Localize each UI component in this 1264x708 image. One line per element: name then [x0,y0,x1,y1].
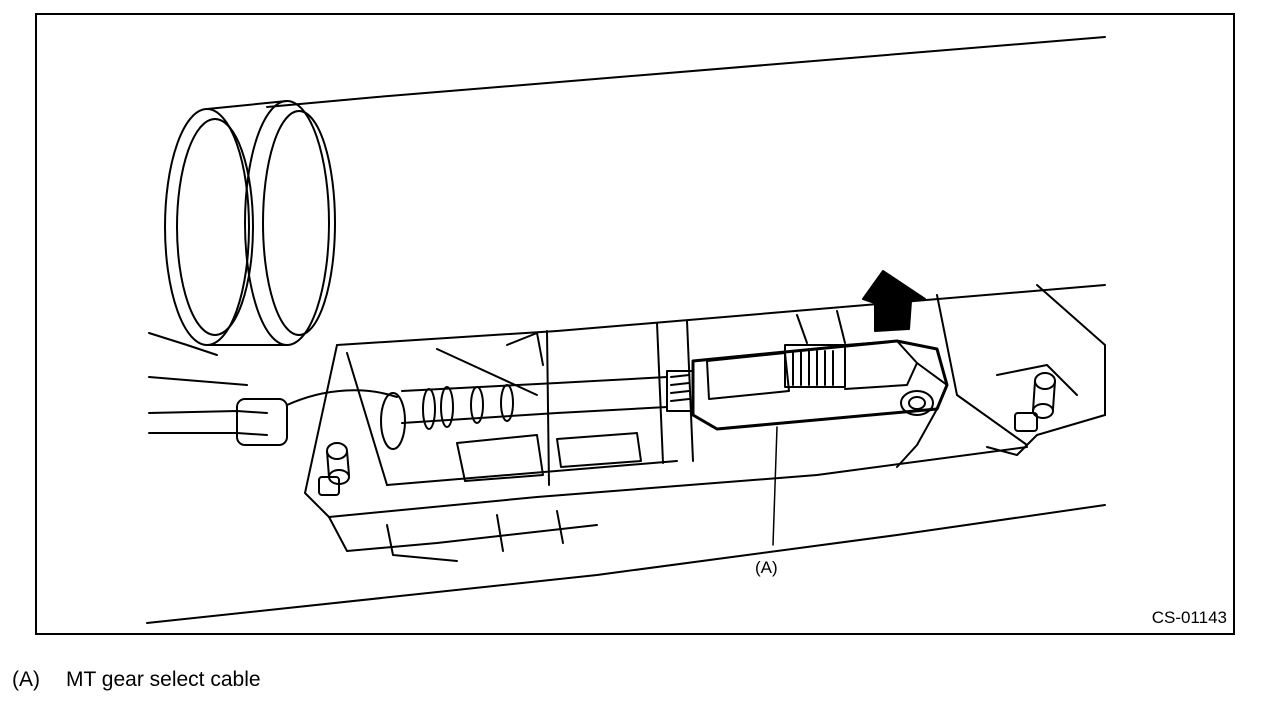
legend-key: (A) [12,668,40,691]
legend: (A) MT gear select cable [12,667,261,693]
up-arrow-icon [862,270,926,332]
callout-leader [772,426,778,546]
left-bolt [318,442,350,496]
right-bolt [1014,372,1056,432]
gear-select-cable-illustration [146,36,1106,624]
cable-end-assembly [691,310,949,468]
bracket-plate [304,284,1106,562]
legend-item: (A) MT gear select cable [12,667,261,693]
callout-label-a: (A) [755,558,778,577]
figure-frame: (A) CS-01143 [35,13,1235,635]
figure-code: CS-01143 [1151,608,1227,627]
tube-body [164,36,1106,346]
select-cable [148,370,694,450]
legend-description: MT gear select cable [66,668,261,691]
